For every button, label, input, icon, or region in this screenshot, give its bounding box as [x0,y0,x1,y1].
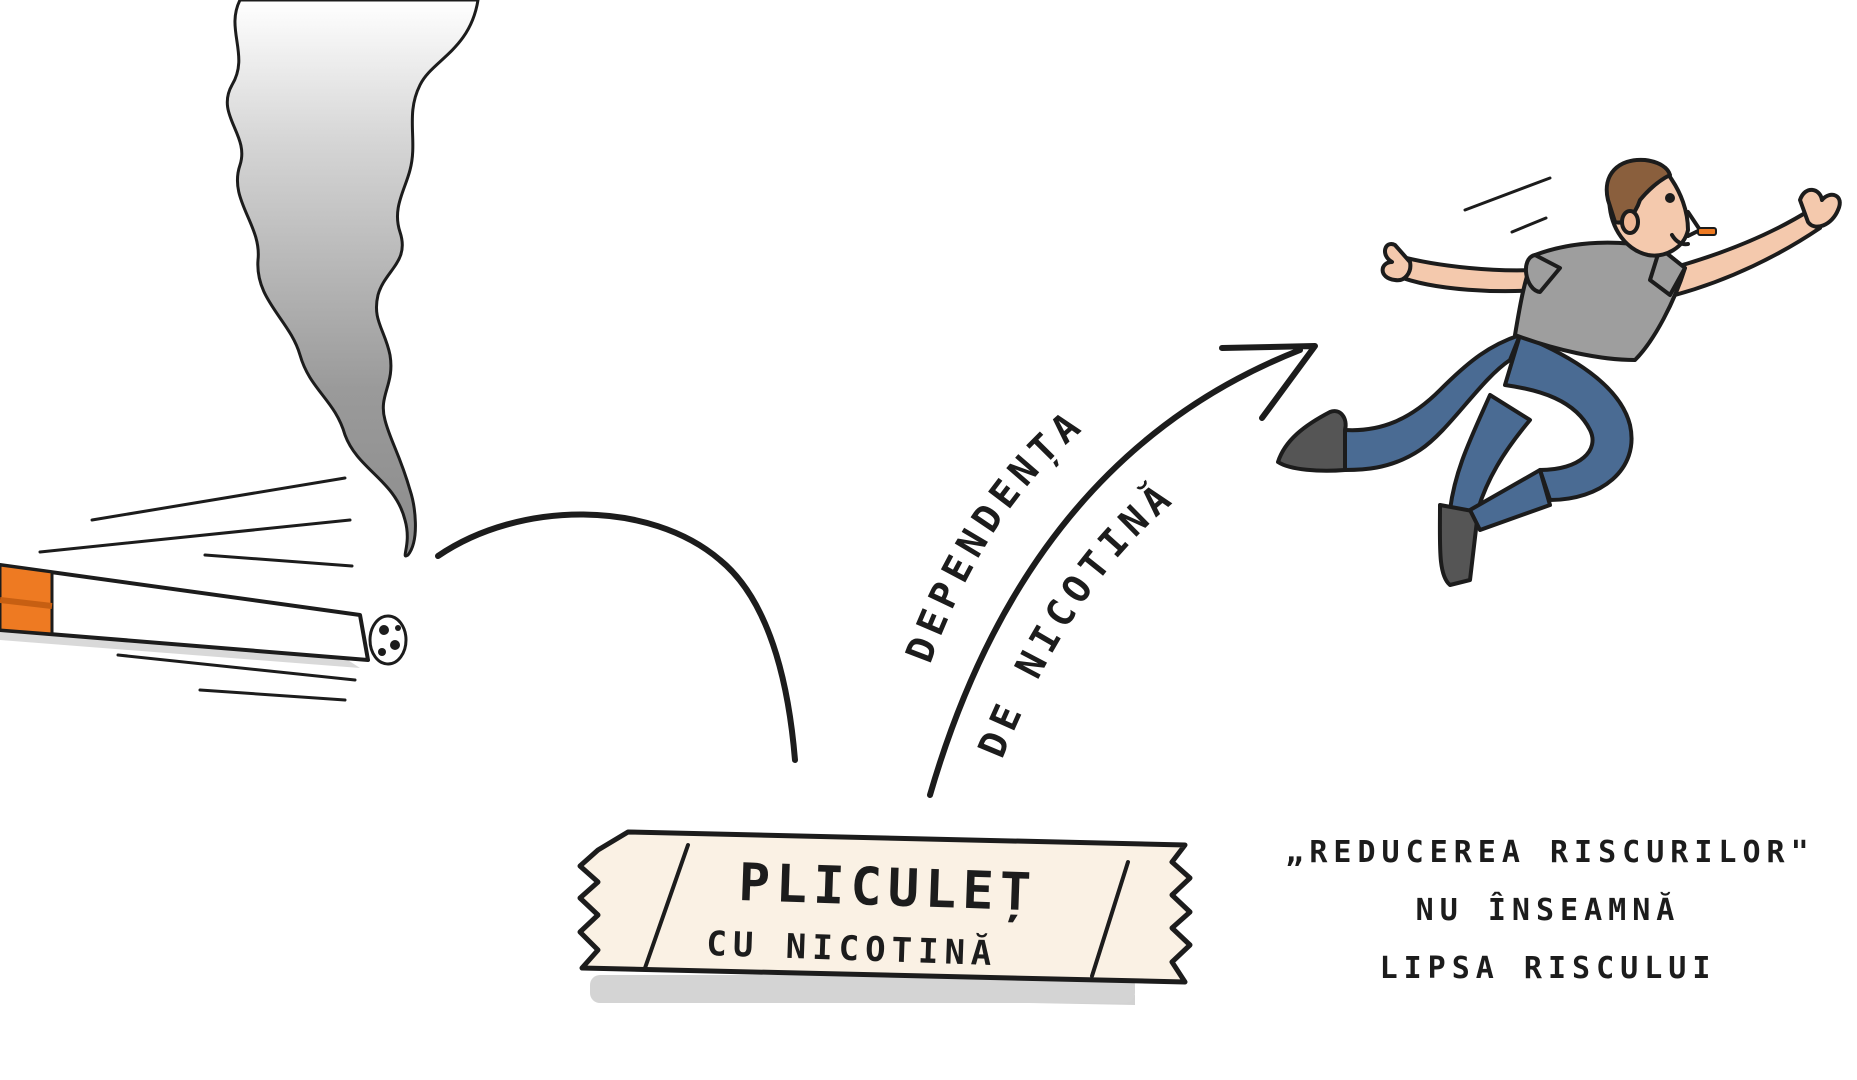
pouch-shadow [590,975,1135,1003]
cigarette-filter [0,563,54,636]
right-hand [1798,187,1842,229]
pouch-title: PLICULEȚ [738,853,1038,923]
eye [1665,193,1675,203]
person-motion-lines [1463,176,1552,234]
caption-line2: NU ÎNSEAMNĂ [1416,891,1681,928]
ear [1620,209,1640,235]
arrow-head [1219,343,1318,421]
smoke-plume [225,0,480,558]
back-shoe [1437,503,1480,587]
cigarette [0,476,408,702]
nicotine-pouch: PLICULEȚ CU NICOTINĂ [577,829,1193,1005]
bent-leg [1503,333,1634,502]
caption-line1: „REDUCEREA RISCURILOR" [1285,835,1814,870]
pouch-body [577,829,1193,985]
leaping-person [1276,157,1842,587]
speed-lines [38,476,357,702]
caption-line3: LIPSA RISCULUI [1380,951,1717,986]
cigarette-ash-tip [368,614,408,666]
mouth-cigarette [1697,227,1717,236]
left-hand [1380,242,1413,283]
smoke-shape [225,0,480,558]
front-shoe [1276,409,1348,473]
caption: „REDUCEREA RISCURILOR" NU ÎNSEAMNĂ LIPSA… [1285,835,1814,986]
dependency-arrow [927,343,1318,798]
cigarette-paper [0,563,370,662]
jump-arc [435,511,798,763]
pouch-subtitle: CU NICOTINĂ [706,923,998,974]
